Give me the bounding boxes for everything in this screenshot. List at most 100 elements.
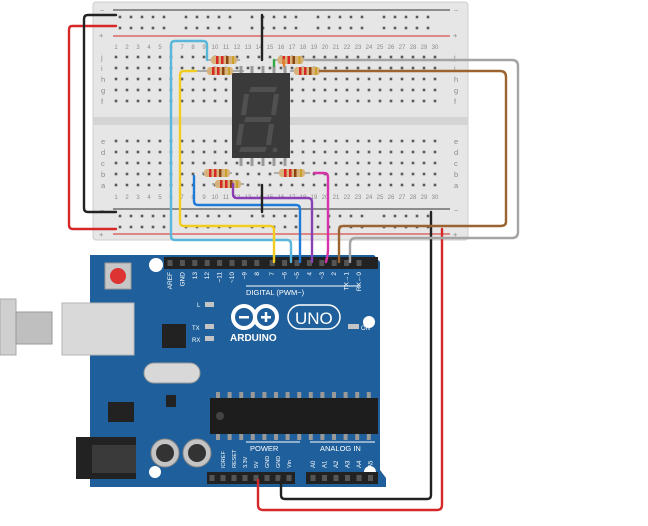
analog-pin-socket[interactable] <box>345 475 350 481</box>
digital-pin-socket[interactable] <box>254 260 260 266</box>
bb-hole <box>268 183 272 187</box>
analog-pin-socket[interactable] <box>368 475 373 481</box>
bb-row-label-left: e <box>101 137 105 146</box>
atmega-pin <box>274 434 278 440</box>
bb-hole <box>191 99 195 103</box>
digital-pin-socket[interactable] <box>356 260 362 266</box>
bb-hole <box>334 66 338 70</box>
bb-hole <box>136 161 140 165</box>
bb-row-label-right: a <box>454 181 459 190</box>
digital-pin-socket[interactable] <box>217 260 223 266</box>
bb-rail-hole <box>140 225 144 229</box>
bb-rail-hole <box>415 214 419 218</box>
bb-hole <box>411 161 415 165</box>
power-pin-socket[interactable] <box>242 475 248 481</box>
digital-pin-socket[interactable] <box>331 260 337 266</box>
uno-text: UNO <box>295 309 333 328</box>
power-pin-socket[interactable] <box>209 475 215 481</box>
digital-pin-socket[interactable] <box>167 260 173 266</box>
bb-hole <box>433 77 437 81</box>
wire-lightblue-pin7[interactable] <box>169 39 293 264</box>
bb-hole <box>400 55 404 59</box>
wire-magenta-pin4[interactable] <box>312 171 330 264</box>
bb-row-label-right: j <box>453 53 456 62</box>
digital-pin-socket[interactable] <box>306 260 312 266</box>
bb-rail-hole <box>294 225 298 229</box>
bb-hole <box>323 55 327 59</box>
arduino-wordmark: ARDUINO <box>230 333 277 344</box>
digital-pin-sockets[interactable] <box>167 260 362 266</box>
power-pin-socket[interactable] <box>231 475 237 481</box>
power-pin-sockets[interactable] <box>209 475 292 481</box>
analog-pin-socket[interactable] <box>333 475 339 481</box>
bb-col-label-bottom: 24 <box>366 195 373 201</box>
wire-blue-pin6[interactable] <box>192 174 302 264</box>
power-pin-socket[interactable] <box>220 475 226 481</box>
power-pin-socket[interactable] <box>264 475 270 481</box>
reset-button[interactable] <box>110 268 126 284</box>
bb-rail-hole <box>217 26 221 30</box>
bb-row-label-right: d <box>454 148 458 157</box>
wire-black-gnd[interactable] <box>279 210 433 501</box>
bb-hole <box>114 139 118 143</box>
mounting-hole-bl <box>149 466 161 478</box>
bb-hole <box>411 99 415 103</box>
digital-pin-socket[interactable] <box>204 260 210 266</box>
bb-hole <box>235 172 239 176</box>
resistor-band <box>216 56 219 64</box>
bb-rail-hole <box>382 15 386 19</box>
digital-pin-socket[interactable] <box>294 260 300 266</box>
bb-hole <box>389 150 393 154</box>
analog-pin-sockets[interactable] <box>310 475 374 481</box>
digital-pin-socket[interactable] <box>241 260 247 266</box>
bb-rail-hole <box>184 214 188 218</box>
bb-hole <box>224 139 228 143</box>
bb-hole <box>213 99 217 103</box>
bb-rail-hole <box>261 214 265 218</box>
digital-pin-socket[interactable] <box>229 260 235 266</box>
bb-hole <box>147 172 151 176</box>
bb-rail-hole <box>360 214 364 218</box>
bb-row-label-right: i <box>454 64 456 73</box>
digital-pin-socket[interactable] <box>344 260 350 266</box>
wire-purple-pin5[interactable] <box>231 182 314 264</box>
resistor-band <box>287 56 290 64</box>
bb-hole <box>334 139 338 143</box>
bb-hole <box>290 99 294 103</box>
bb-rail-hole <box>393 26 397 30</box>
power-pin-socket[interactable] <box>275 475 281 481</box>
analog-pin-socket[interactable] <box>322 475 327 481</box>
bb-hole <box>400 66 404 70</box>
display-pin-bottom <box>261 158 265 166</box>
wire-gray-pin2[interactable] <box>304 58 520 264</box>
digital-pin-socket[interactable] <box>282 260 288 266</box>
bb-hole <box>136 150 140 154</box>
wire-yellow-pin8[interactable] <box>178 69 276 264</box>
digital-pin-socket[interactable] <box>269 260 275 266</box>
analog-pin-socket[interactable] <box>310 475 316 481</box>
led-rx <box>205 336 214 341</box>
bb-hole <box>279 183 283 187</box>
bb-rail-hole <box>151 26 155 30</box>
power-pin-socket[interactable] <box>253 475 259 481</box>
digital-pin-socket[interactable] <box>319 260 325 266</box>
seven-segment-display[interactable] <box>232 66 290 166</box>
bb-row-label-left: d <box>101 148 105 157</box>
power-pin-label: Vin <box>287 460 293 468</box>
analog-pin-socket[interactable] <box>356 475 362 481</box>
bb-hole <box>334 55 338 59</box>
bb-rail-hole <box>195 26 199 30</box>
wire-red-left-rail[interactable] <box>67 24 118 231</box>
bb-rail-hole <box>426 26 430 30</box>
power-pin-socket[interactable] <box>286 475 292 481</box>
atmega-chip <box>210 398 378 434</box>
digital-pin-socket[interactable] <box>192 260 198 266</box>
wire-brown-pin3[interactable] <box>318 69 508 264</box>
wire-red-5v[interactable] <box>256 227 444 512</box>
wire-black-left-rail[interactable] <box>82 13 118 214</box>
digital-pin-socket[interactable] <box>179 260 185 266</box>
bb-hole <box>433 161 437 165</box>
bb-col-label-bottom: 25 <box>377 195 384 201</box>
bb-hole <box>312 139 316 143</box>
